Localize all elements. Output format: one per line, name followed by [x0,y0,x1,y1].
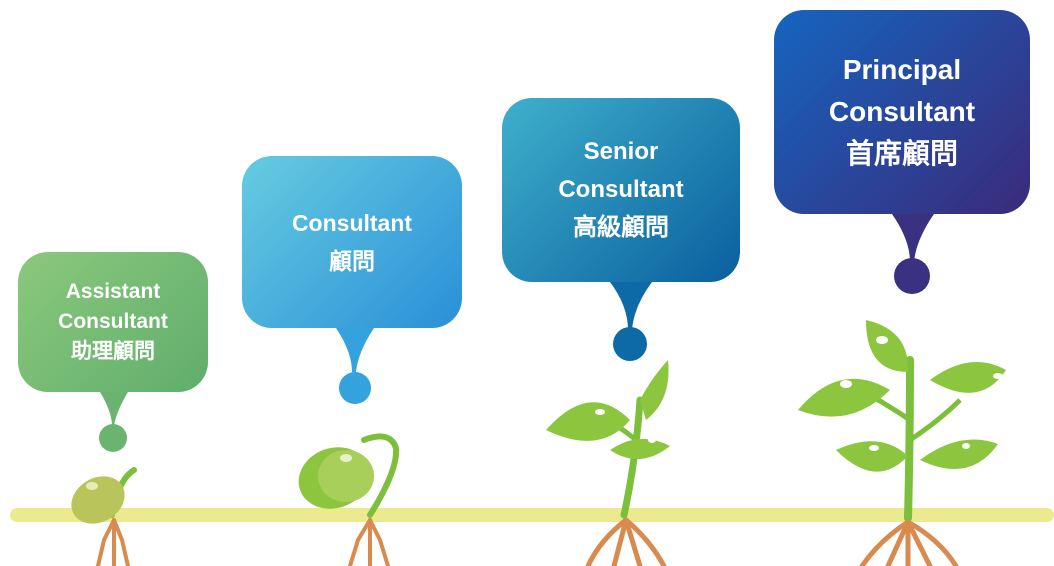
stage-2-line-1: Consultant [291,210,413,236]
stage-bubble-assistant-consultant: Assistant Consultant 助理顧問 [18,252,208,392]
stage-4-line-3: 首席顧問 [845,138,958,169]
plant-mature [798,320,1006,566]
stage-4-line-2: Consultant [828,96,976,127]
stage-bubble-principal-consultant: Principal Consultant 首席顧問 [774,10,1030,214]
stage-2-line-2: 顧問 [329,248,375,274]
stage-3-line-3: 高級顧問 [573,214,669,241]
stage-3-line-2: Consultant [558,176,684,203]
stage-3-line-1: Senior [583,138,659,165]
stage-1-line-3: 助理顧問 [71,340,155,363]
stage-1-line-2: Consultant [58,310,168,333]
stage-1-line-1: Assistant [65,280,161,303]
plant-seed [71,467,137,566]
bubble-tail-2 [336,328,374,404]
ground-line [10,508,1054,522]
bubble-tail-3 [610,282,652,361]
stage-bubble-consultant: Consultant 顧問 [242,156,462,328]
bubble-tail-4 [892,214,934,294]
plant-young [546,360,670,566]
bubble-tail-1 [99,392,128,452]
stage-4-line-1: Principal [842,54,962,85]
stage-bubble-senior-consultant: Senior Consultant 高級顧問 [502,98,740,282]
plant-sprout [298,433,400,566]
